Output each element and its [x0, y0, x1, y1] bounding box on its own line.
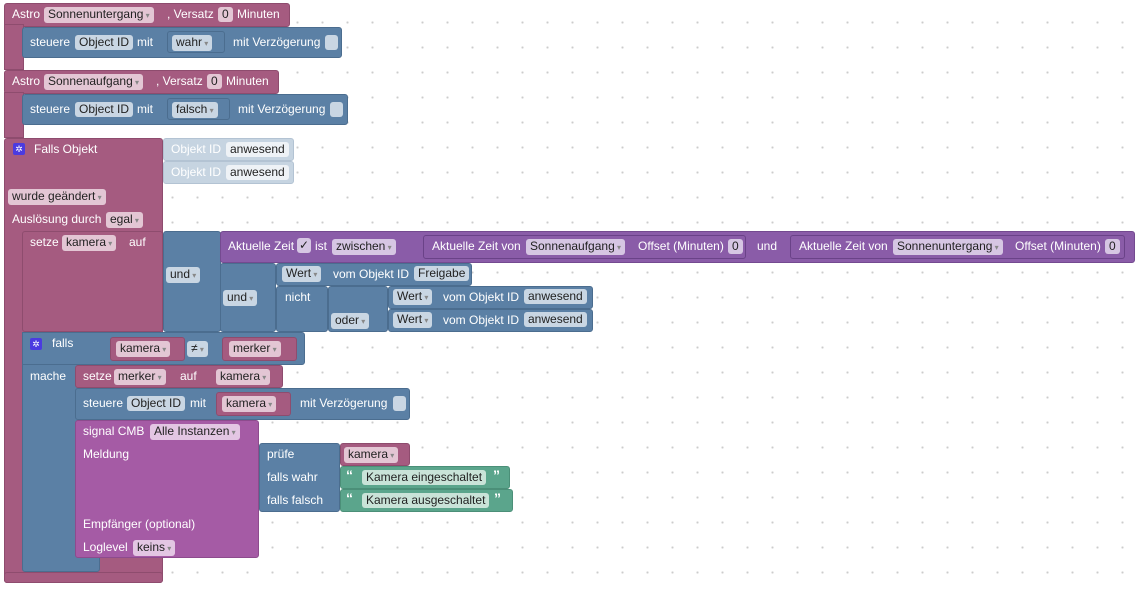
- is-label: ist: [315, 239, 327, 253]
- text-field[interactable]: Kamera eingeschaltet: [362, 470, 487, 485]
- of-object-label: vom Objekt ID: [443, 313, 520, 327]
- object-id-value[interactable]: anwesend: [226, 142, 289, 157]
- unit-label: Minuten: [237, 7, 280, 21]
- trigger-mode-dropdown[interactable]: wurde geändert: [8, 189, 106, 205]
- with-label: mit: [190, 396, 206, 410]
- trigger-by-label: Auslösung durch: [12, 212, 102, 226]
- bool-dropdown[interactable]: wahr: [172, 35, 213, 51]
- to-label: auf: [129, 235, 146, 249]
- bool-dropdown[interactable]: falsch: [172, 102, 218, 118]
- trigger-block-footer: [4, 572, 163, 583]
- instances-dropdown[interactable]: Alle Instanzen: [150, 424, 240, 440]
- control-label: steuere: [83, 396, 124, 410]
- signal-block[interactable]: [75, 420, 259, 558]
- object-id-label: Objekt ID: [171, 142, 222, 156]
- check-label: prüfe: [267, 447, 295, 461]
- variable-dropdown[interactable]: kamera: [344, 447, 399, 463]
- delay-label: mit Verzögerung: [233, 35, 321, 49]
- time-label: Aktuelle Zeit: [228, 239, 295, 253]
- and-label: und: [757, 239, 778, 253]
- object-id-label: Objekt ID: [171, 165, 222, 179]
- set-label: setze: [83, 369, 112, 383]
- astro-event-dropdown[interactable]: Sonnenaufgang: [44, 74, 143, 90]
- from-dropdown[interactable]: Sonnenaufgang: [526, 239, 625, 255]
- message-label: Meldung: [83, 447, 130, 461]
- control-label: steuere: [30, 35, 71, 49]
- compare-dropdown[interactable]: zwischen: [332, 239, 396, 255]
- quote-close-icon: ”: [494, 490, 501, 506]
- variable-dropdown[interactable]: kamera: [116, 341, 171, 357]
- object-id-field[interactable]: Object ID: [127, 396, 186, 411]
- offset-field[interactable]: 0: [218, 7, 233, 22]
- delay-label: mit Verzögerung: [238, 102, 326, 116]
- astro-body-strip: [4, 24, 24, 70]
- object-id-field[interactable]: Object ID: [75, 102, 134, 117]
- offset-label: Offset (Minuten): [638, 239, 724, 253]
- time-to-label: Aktuelle Zeit von: [799, 239, 888, 253]
- text-field[interactable]: Kamera ausgeschaltet: [362, 493, 490, 508]
- not-block[interactable]: [276, 286, 328, 332]
- not-label: nicht: [285, 290, 311, 304]
- offset-field[interactable]: 0: [207, 74, 222, 89]
- unit-label: Minuten: [226, 74, 269, 88]
- quote-open-icon: “: [346, 467, 353, 483]
- offset-label: Offset (Minuten): [1015, 239, 1101, 253]
- ternary-block[interactable]: [259, 443, 340, 512]
- false-label: falls falsch: [267, 493, 324, 507]
- object-id-field[interactable]: Freigabe: [414, 266, 470, 281]
- offset-label: , Versatz: [156, 74, 203, 88]
- object-id-value[interactable]: anwesend: [226, 165, 289, 180]
- object-id-field[interactable]: anwesend: [524, 312, 587, 327]
- astro-label: Astro: [12, 74, 41, 88]
- control-label: steuere: [30, 102, 71, 116]
- with-label: mit: [137, 35, 153, 49]
- object-id-field[interactable]: anwesend: [524, 289, 587, 304]
- loglevel-label: Loglevel: [83, 540, 128, 554]
- value-type-dropdown[interactable]: Wert: [393, 289, 433, 305]
- trigger-label: Falls Objekt: [34, 142, 98, 156]
- or-dropdown[interactable]: oder: [331, 313, 370, 329]
- set-label: setze: [30, 235, 59, 249]
- time-checkbox[interactable]: ✓: [297, 238, 312, 253]
- and-dropdown[interactable]: und: [223, 290, 258, 306]
- do-label: mache: [30, 369, 67, 383]
- astro-body-strip: [4, 92, 24, 138]
- delay-checkbox[interactable]: [325, 35, 338, 50]
- gear-icon[interactable]: ✲: [13, 143, 25, 155]
- value-type-dropdown[interactable]: Wert: [282, 266, 322, 282]
- to-label: auf: [180, 369, 197, 383]
- variable-dropdown[interactable]: merker: [229, 341, 281, 357]
- variable-dropdown[interactable]: kamera: [222, 396, 277, 412]
- variable-dropdown[interactable]: merker: [114, 369, 166, 385]
- with-label: mit: [137, 102, 153, 116]
- if-label: falls: [52, 336, 74, 350]
- from-offset-field[interactable]: 0: [728, 239, 743, 254]
- recipient-label: Empfänger (optional): [83, 517, 196, 531]
- quote-open-icon: “: [346, 490, 353, 506]
- of-object-label: vom Objekt ID: [333, 267, 410, 281]
- of-object-label: vom Objekt ID: [443, 290, 520, 304]
- quote-close-icon: ”: [493, 467, 500, 483]
- trigger-by-dropdown[interactable]: egal: [106, 212, 143, 228]
- value-type-dropdown[interactable]: Wert: [393, 312, 433, 328]
- variable-dropdown[interactable]: kamera: [216, 369, 271, 385]
- to-dropdown[interactable]: Sonnenuntergang: [893, 239, 1003, 255]
- object-id-field[interactable]: Object ID: [75, 35, 134, 50]
- to-offset-field[interactable]: 0: [1105, 239, 1120, 254]
- delay-label: mit Verzögerung: [300, 396, 388, 410]
- gear-icon[interactable]: ✲: [30, 338, 42, 350]
- operator-dropdown[interactable]: ≠: [187, 341, 208, 357]
- astro-event-dropdown[interactable]: Sonnenuntergang: [44, 7, 154, 23]
- signal-label: signal CMB: [83, 424, 145, 438]
- time-from-label: Aktuelle Zeit von: [432, 239, 521, 253]
- delay-checkbox[interactable]: [330, 102, 343, 117]
- true-label: falls wahr: [267, 470, 318, 484]
- loglevel-dropdown[interactable]: keins: [133, 540, 176, 556]
- variable-dropdown[interactable]: kamera: [62, 235, 117, 251]
- offset-label: , Versatz: [167, 7, 214, 21]
- delay-checkbox[interactable]: [393, 396, 406, 411]
- astro-label: Astro: [12, 7, 41, 21]
- and-dropdown[interactable]: und: [166, 267, 201, 283]
